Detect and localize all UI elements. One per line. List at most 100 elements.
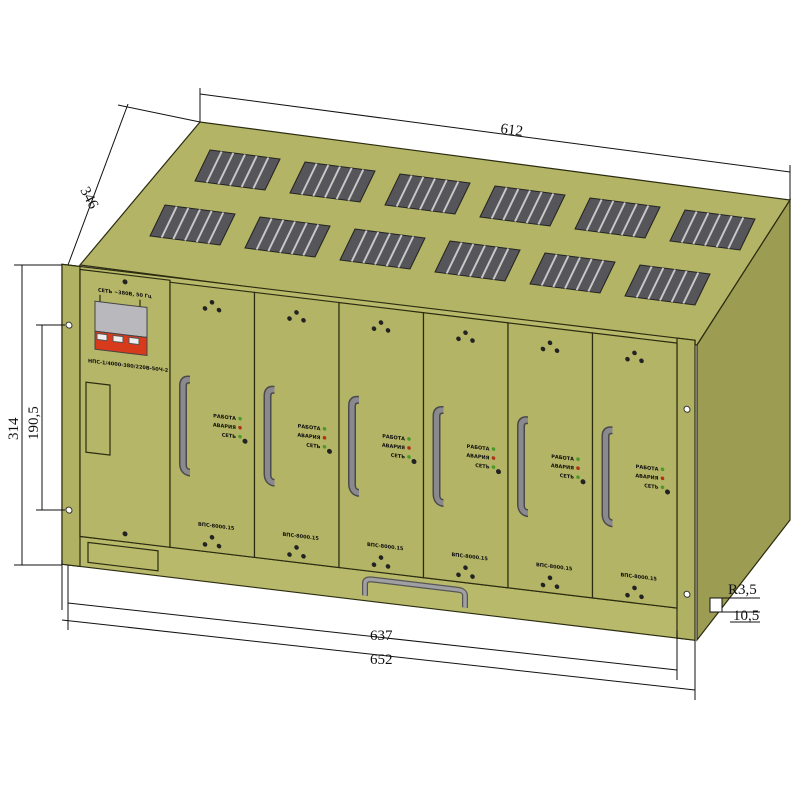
screw-icon — [122, 531, 128, 537]
vent-slot-group — [669, 209, 756, 251]
vent-slot-group — [289, 161, 376, 203]
module-model-label: ВПС-8000.15 — [452, 552, 489, 562]
screw-icon — [496, 469, 501, 475]
screw-icon — [202, 542, 208, 547]
dim-width-body: 637 — [370, 628, 393, 644]
vent-slot-group — [529, 252, 616, 294]
indicator-label: СЕТЬ — [644, 483, 658, 491]
indicator-label: АВАРИЯ — [466, 453, 489, 462]
indicator-led-icon — [407, 437, 411, 441]
screw-icon — [470, 574, 475, 579]
module-model-label: ВПС-8000.15 — [367, 542, 404, 552]
indicator-led-icon — [491, 456, 496, 460]
module-model-label: ВПС-8000.15 — [283, 532, 320, 542]
indicator-led-icon — [322, 435, 327, 440]
indicator-led-icon — [238, 416, 242, 421]
module-handle-highlight — [518, 417, 529, 516]
indicator-label: РАБОТА — [467, 444, 490, 453]
screw-icon — [216, 307, 222, 313]
dim-width-panel: 652 — [370, 652, 393, 668]
indicator-label: СЕТЬ — [306, 443, 320, 451]
inspection-window — [85, 381, 111, 456]
cabinet-side-face — [696, 197, 791, 642]
screw-icon — [580, 479, 586, 485]
screw-icon — [456, 572, 461, 578]
circuit-breaker[interactable] — [94, 300, 148, 357]
mount-hole — [65, 506, 73, 514]
indicator-led-icon — [238, 425, 242, 430]
indicator-label: СЕТЬ — [475, 463, 489, 471]
screw-icon — [540, 582, 546, 588]
mount-hole — [683, 405, 691, 413]
indicator-label: РАБОТА — [636, 464, 659, 473]
dim-width-top: 612 — [499, 121, 523, 140]
screw-icon — [470, 338, 475, 343]
module-handle-highlight — [434, 407, 444, 506]
screw-icon — [301, 317, 306, 323]
indicator-label: АВАРИЯ — [297, 433, 320, 442]
screw-icon — [209, 534, 215, 540]
vent-slot-group — [244, 216, 331, 258]
indicator-label: РАБОТА — [551, 454, 574, 463]
indicator-led-icon — [407, 446, 411, 450]
front-carry-handle[interactable] — [362, 576, 468, 609]
module-handle-highlight — [180, 377, 191, 476]
screw-icon — [540, 346, 546, 352]
screw-icon — [625, 592, 630, 598]
screw-icon — [632, 585, 637, 591]
module-model-label: ВПС-8000.15 — [198, 522, 235, 532]
screw-icon — [547, 575, 553, 581]
indicator-label: СЕТЬ — [560, 473, 574, 481]
cabinet-front: СЕТЬ ~380В, 50 Гц НПС-1/4000-380/220В-50… — [61, 263, 696, 641]
indicator-led-icon — [576, 466, 580, 471]
screw-icon — [371, 562, 377, 568]
screw-icon — [202, 306, 208, 311]
dim-depth: 346 — [76, 184, 101, 212]
vent-slot-group — [149, 204, 236, 246]
screw-icon — [632, 350, 637, 356]
screw-icon — [287, 316, 292, 321]
top-vents — [149, 149, 756, 306]
module-handle-highlight — [603, 427, 613, 526]
screw-icon — [554, 348, 560, 353]
screw-icon — [301, 553, 306, 559]
screw-icon — [371, 326, 377, 332]
screw-icon — [242, 438, 248, 444]
indicator-led-icon — [322, 444, 327, 449]
indicator-label: АВАРИЯ — [213, 422, 236, 431]
vent-slot-group — [339, 228, 426, 270]
module-handle-highlight — [349, 397, 360, 496]
indicator-led-icon — [576, 475, 580, 480]
dimension-lines: 612 346 314 190,5 637 652 R3,5 10,5 — [6, 88, 791, 700]
indicator-label: АВАРИЯ — [635, 473, 658, 482]
screw-icon — [456, 336, 461, 342]
indicator-label: РАБОТА — [382, 434, 405, 443]
screw-icon — [327, 448, 332, 454]
indicator-led-icon — [660, 485, 665, 490]
indicator-led-icon — [322, 426, 327, 431]
indicator-label: РАБОТА — [298, 424, 321, 433]
mount-hole — [683, 590, 691, 598]
mount-hole — [65, 321, 73, 329]
screw-icon — [287, 552, 292, 557]
indicator-label: АВАРИЯ — [382, 443, 405, 452]
screw-icon — [463, 330, 468, 336]
screw-icon — [216, 543, 222, 549]
terminal-cover — [87, 541, 159, 572]
dim-slot-size: 10,5 — [733, 608, 759, 624]
indicator-label: СЕТЬ — [222, 432, 236, 440]
dim-mount-spacing: 190,5 — [26, 406, 42, 440]
screw-icon — [209, 299, 215, 305]
dim-corner-radius: R3,5 — [728, 582, 757, 598]
module-model-label: ВПС-8000.15 — [536, 562, 573, 572]
vent-slot-group — [194, 149, 281, 191]
left-mount-ear — [61, 263, 81, 568]
indicator-led-icon — [491, 447, 496, 451]
